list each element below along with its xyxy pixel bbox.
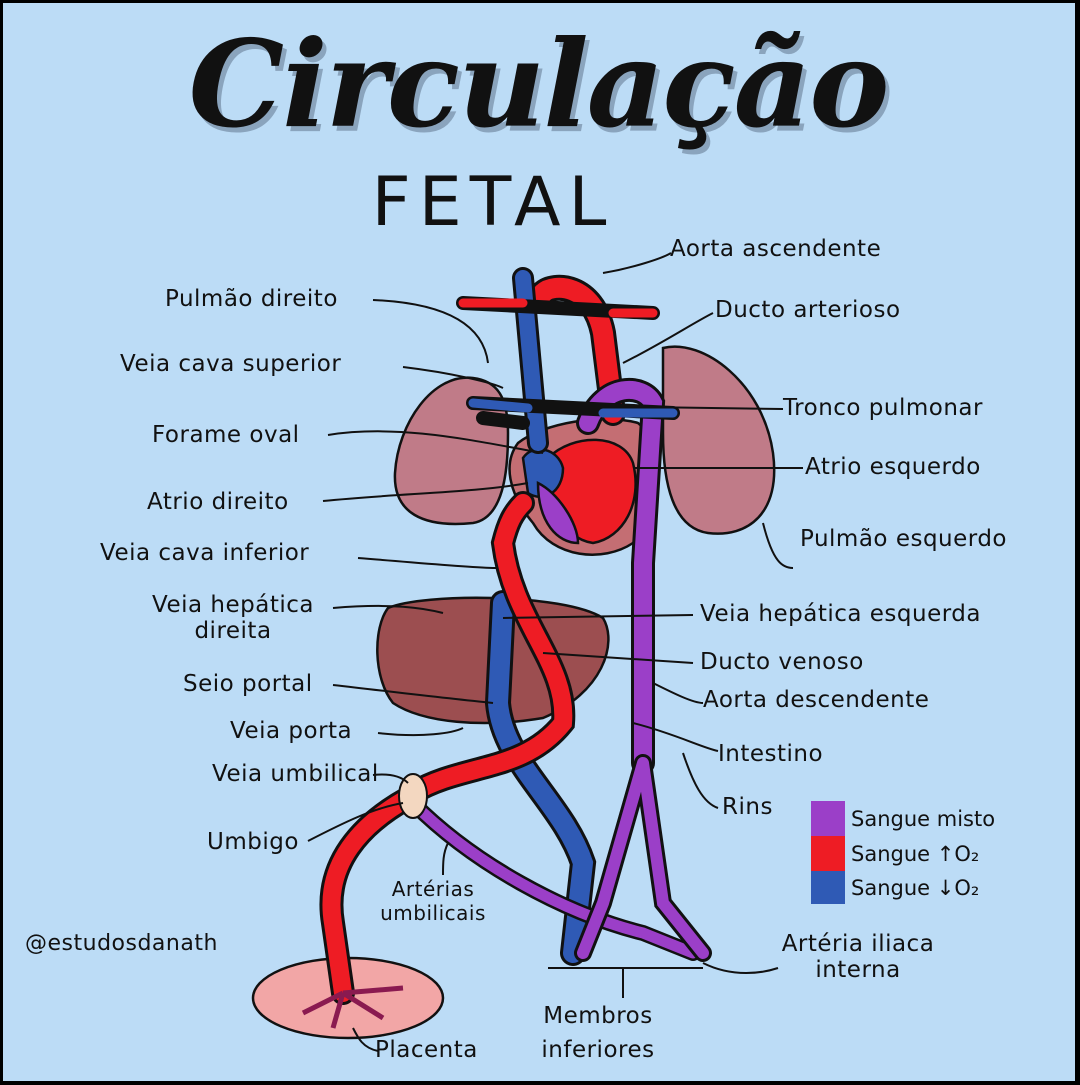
label-line: interna bbox=[815, 957, 901, 983]
legend-swatch-high-o2 bbox=[811, 836, 845, 871]
label-forame-oval: Forame oval bbox=[152, 422, 300, 448]
legend-label-misto: Sangue misto bbox=[851, 807, 996, 831]
label-membros-inferiores: Membros inferiores bbox=[523, 999, 673, 1067]
legend-label-high-o2: Sangue ↑O₂ bbox=[851, 842, 980, 866]
label-umbigo: Umbigo bbox=[207, 829, 299, 855]
label-veia-umbilical: Veia umbilical bbox=[212, 761, 379, 787]
umbilicus bbox=[398, 773, 428, 819]
label-intestino: Intestino bbox=[718, 741, 824, 767]
legend-swatch-misto bbox=[811, 801, 845, 836]
label-line: direita bbox=[194, 618, 272, 644]
page-title: Circulação bbox=[188, 14, 890, 155]
label-line: Veia hepática bbox=[152, 592, 314, 618]
label-placenta: Placenta bbox=[375, 1037, 478, 1063]
label-line: Artérias bbox=[391, 877, 475, 901]
label-atrio-direito: Atrio direito bbox=[147, 489, 289, 515]
label-line: umbilicais bbox=[380, 901, 486, 925]
label-veia-cava-inferior: Veia cava inferior bbox=[100, 540, 310, 566]
legend-label-low-o2: Sangue ↓O₂ bbox=[851, 876, 980, 900]
label-veia-hepatica-esquerda: Veia hepática esquerda bbox=[700, 601, 981, 627]
label-veia-porta: Veia porta bbox=[230, 718, 353, 744]
label-seio-portal: Seio portal bbox=[183, 671, 313, 697]
label-line: Membros bbox=[543, 1003, 653, 1029]
label-tronco-pulmonar: Tronco pulmonar bbox=[783, 395, 983, 421]
label-aorta-descendente: Aorta descendente bbox=[703, 687, 930, 713]
label-aorta-ascendente: Aorta ascendente bbox=[670, 236, 882, 262]
diagram-canvas: Circulação FETAL Aorta ascendente Pulmão… bbox=[3, 3, 1075, 1081]
page-subtitle: FETAL bbox=[371, 163, 615, 242]
left-lung bbox=[661, 345, 776, 535]
label-atrio-esquerdo: Atrio esquerdo bbox=[805, 454, 981, 480]
label-rins: Rins bbox=[722, 794, 773, 820]
placenta-vessels bbox=[301, 985, 404, 1029]
legend-swatch-low-o2 bbox=[811, 871, 845, 904]
label-pulmao-esquerdo: Pulmão esquerdo bbox=[800, 526, 1007, 552]
label-pulmao-direito: Pulmão direito bbox=[165, 286, 338, 312]
label-line: Artéria iliaca bbox=[781, 931, 935, 957]
credit-handle: @estudosdanath bbox=[25, 931, 218, 956]
label-ducto-venoso: Ducto venoso bbox=[700, 649, 864, 675]
label-ducto-arterioso: Ducto arterioso bbox=[715, 297, 901, 323]
leader-arrows bbox=[307, 252, 803, 1052]
label-line: inferiores bbox=[541, 1037, 655, 1063]
fetal-circulation-illustration bbox=[251, 252, 845, 1052]
right-ventricle bbox=[536, 480, 580, 545]
label-veia-cava-superior: Veia cava superior bbox=[120, 351, 342, 377]
